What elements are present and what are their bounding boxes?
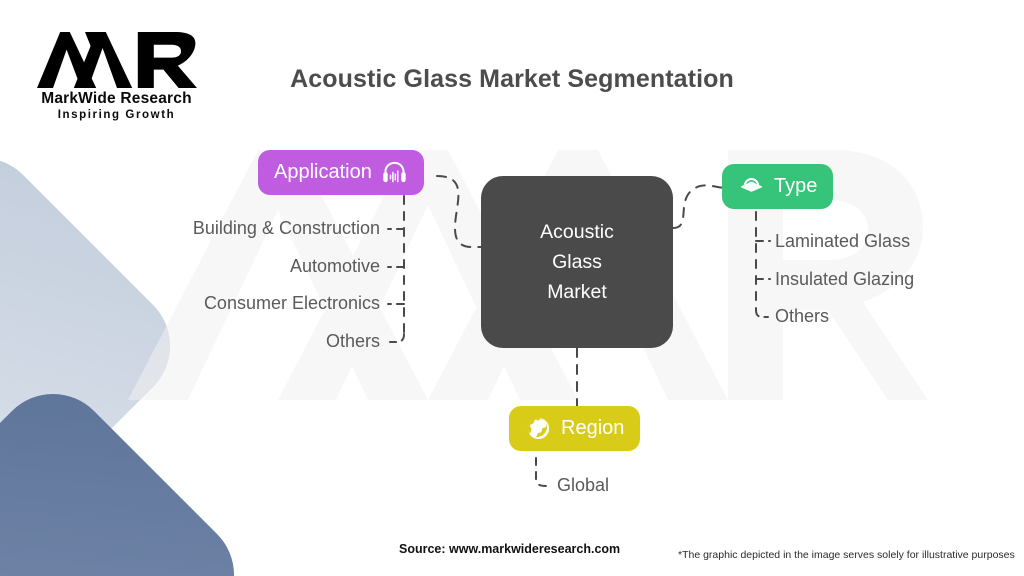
disclaimer-note: *The graphic depicted in the image serve…: [678, 549, 1015, 561]
branch-badge-application[interactable]: Application: [258, 150, 424, 195]
page-title: Acoustic Glass Market Segmentation: [290, 65, 734, 93]
leaf-application-4: Others: [325, 331, 380, 351]
branch-badge-region[interactable]: Region: [509, 406, 641, 451]
logo-tagline: Inspiring Growth: [57, 109, 176, 121]
leaf-type-2: Insulated Glazing: [775, 269, 915, 289]
leaf-application-1: Building & Construction: [192, 218, 380, 238]
branch-label-region: Region: [561, 417, 625, 439]
logo-company-name: MarkWide Research: [41, 90, 192, 107]
leaf-application-3: Consumer Electronics: [203, 293, 380, 313]
leaf-type-3: Others: [775, 306, 830, 326]
center-node-label: Acoustic Glass Market: [540, 220, 614, 304]
sound-waves-icon: [738, 173, 765, 200]
logo-monogram-icon: [36, 32, 197, 88]
branch-badge-type[interactable]: Type: [722, 164, 834, 209]
headphones-icon: [381, 159, 408, 186]
source-note: Source: www.markwideresearch.com: [399, 542, 621, 556]
leaf-application-2: Automotive: [289, 256, 380, 276]
leaf-region-1: Global: [557, 475, 610, 495]
branch-label-application: Application: [274, 161, 372, 183]
connector-region-item-1: [535, 457, 550, 487]
globe-icon: [525, 415, 552, 442]
branch-label-type: Type: [774, 175, 818, 197]
connector-application-item-4: [389, 333, 405, 344]
connector-center-to-type: [672, 184, 727, 229]
leaf-type-1: Laminated Glass: [775, 231, 911, 251]
brand-logo: MarkWide Research Inspiring Growth: [24, 32, 209, 121]
connector-type-item-3: [755, 309, 769, 319]
connector-application-to-center: [436, 175, 482, 249]
center-node: Acoustic Glass Market: [481, 176, 673, 348]
